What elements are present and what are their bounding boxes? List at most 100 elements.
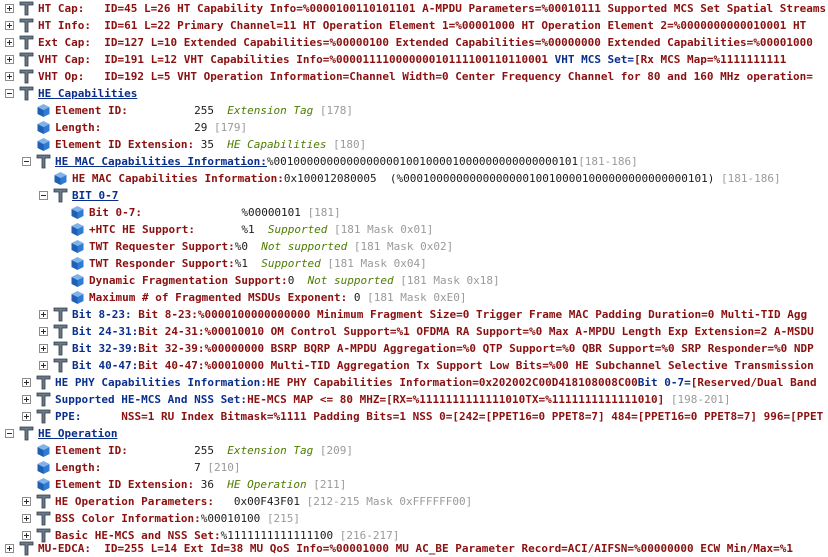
tree-row[interactable]: VHT Op: ID=192 L=5 VHT Operation Informa… [0, 68, 828, 85]
row-segment-cap: Bit 32-39: [72, 342, 139, 355]
fork-icon [19, 52, 34, 67]
tree-row[interactable]: Length: 7 [210] [0, 459, 828, 476]
row-segment-cap: Bit 24-31: [72, 325, 139, 338]
tree-row[interactable]: PPE: NSS=1 RU Index Bitmask=%1111 Paddin… [0, 408, 828, 425]
tree-row[interactable]: HE MAC Capabilities Information:0x100012… [0, 170, 828, 187]
row-segment-rng: [215] [266, 512, 301, 525]
tree-row[interactable]: HE Operation Parameters: 0x00F43F01 [212… [0, 493, 828, 510]
row-segment-rng: [181 Mask 0x01] [327, 223, 434, 236]
expand-icon[interactable] [22, 531, 31, 540]
expand-icon[interactable] [5, 72, 14, 81]
row-segment-eq: ID=191 L=12 VHT Capabilities Info=%00001… [90, 53, 555, 66]
collapse-icon[interactable] [5, 429, 14, 438]
fork-icon [36, 511, 51, 526]
expand-icon[interactable] [5, 38, 14, 47]
row-segment-name: VHT Op: [38, 70, 85, 83]
tree-row[interactable]: HT Cap: ID=45 L=26 HT Capability Info=%0… [0, 0, 828, 17]
tree-row[interactable]: HE MAC Capabilities Information:%0010000… [0, 153, 828, 170]
row-text: HE Capabilities [38, 85, 137, 102]
tree-row[interactable]: Bit 32-39:Bit 32-39:%00000000 BSRP BQRP … [0, 340, 828, 357]
fork-icon [19, 1, 34, 16]
expand-icon[interactable] [22, 497, 31, 506]
row-segment-tag: Not supported [307, 274, 394, 287]
tree-row[interactable]: Maximum # of Fragmented MSDUs Exponent: … [0, 289, 828, 306]
row-segment-eq: HE-MCS MAP <= 80 MHZ=[RX=%11111111111110… [247, 393, 671, 406]
tree-row[interactable]: Element ID: 255 Extension Tag [209] [0, 442, 828, 459]
collapse-icon[interactable] [5, 89, 14, 98]
row-text: HT Cap: ID=45 L=26 HT Capability Info=%0… [38, 0, 826, 17]
row-segment-name: BSS Color Information: [55, 512, 201, 525]
tree-row[interactable]: Element ID Extension: 35 HE Capabilities… [0, 136, 828, 153]
tree-row[interactable]: Length: 29 [179] [0, 119, 828, 136]
row-segment-val: %1111111111111100 [220, 529, 340, 542]
tree-row[interactable]: TWT Responder Support:%1 Supported [181 … [0, 255, 828, 272]
fork-icon [36, 528, 51, 543]
row-text: VHT Cap: ID=191 L=12 VHT Capabilities In… [38, 51, 786, 68]
tree-row[interactable]: HT Info: ID=61 L=22 Primary Channel=11 H… [0, 17, 828, 34]
tree-row[interactable]: BSS Color Information:%00010100 [215] [0, 510, 828, 527]
collapse-icon[interactable] [39, 191, 48, 200]
row-segment-name: TWT Responder Support: [89, 257, 235, 270]
row-segment-rng: [210] [207, 461, 241, 474]
row-segment-rng: [212-215 Mask 0xFFFFFF00] [306, 495, 473, 508]
expand-icon[interactable] [22, 395, 31, 404]
expand-icon[interactable] [39, 361, 48, 370]
expand-icon[interactable] [22, 412, 31, 421]
row-segment-cap: Bit 0-7= [637, 376, 691, 389]
row-segment-val: %00010100 [200, 512, 267, 525]
cube-icon [36, 103, 51, 118]
row-segment-eq: [Reserved/Dual Band [690, 376, 817, 389]
row-segment-val: %1 [194, 223, 268, 236]
tree-row[interactable]: HE Capabilities [0, 85, 828, 102]
expand-icon[interactable] [5, 55, 14, 64]
tree-row[interactable]: Element ID: 255 Extension Tag [178] [0, 102, 828, 119]
row-segment-rng: [181-186] [721, 172, 781, 185]
tree-row[interactable]: HE PHY Capabilities Information:HE PHY C… [0, 374, 828, 391]
cube-icon [36, 137, 51, 152]
expand-icon[interactable] [39, 310, 48, 319]
expand-icon[interactable] [22, 378, 31, 387]
tree-row[interactable]: Element ID Extension: 36 HE Operation [2… [0, 476, 828, 493]
tree-row[interactable]: BIT 0-7 [0, 187, 828, 204]
fork-icon [19, 426, 34, 441]
collapse-icon[interactable] [22, 157, 31, 166]
tree-row[interactable]: HE Operation [0, 425, 828, 442]
tree-row[interactable]: +HTC HE Support: %1 Supported [181 Mask … [0, 221, 828, 238]
expand-icon[interactable] [5, 21, 14, 30]
tree-row[interactable]: TWT Requester Support:%0 Not supported [… [0, 238, 828, 255]
row-text: Dynamic Fragmentation Support:0 Not supp… [89, 272, 500, 289]
tree-row[interactable]: VHT Cap: ID=191 L=12 VHT Capabilities In… [0, 51, 828, 68]
tree-row[interactable]: Ext Cap: ID=127 L=10 Extended Capabiliti… [0, 34, 828, 51]
expand-icon[interactable] [22, 514, 31, 523]
expand-icon[interactable] [39, 327, 48, 336]
row-segment-hdr: BIT 0-7 [72, 189, 119, 202]
row-segment-name: HT Info: [38, 19, 91, 32]
tree-row[interactable]: Supported HE-MCS And NSS Set:HE-MCS MAP … [0, 391, 828, 408]
row-segment-name: Bit 0-7: [89, 206, 142, 219]
expand-icon[interactable] [39, 344, 48, 353]
row-segment-hdr: HE MAC Capabilities Information: [55, 155, 267, 168]
row-segment-name: Length: [55, 461, 102, 474]
row-text: Element ID: 255 Extension Tag [209] [55, 442, 353, 459]
expand-icon[interactable] [5, 544, 14, 553]
tree-row[interactable]: Bit 24-31:Bit 24-31:%00010010 OM Control… [0, 323, 828, 340]
row-segment-val: 35 [194, 138, 228, 151]
row-segment-rng: [181-186] [578, 155, 638, 168]
row-text: HE Operation [38, 425, 117, 442]
tree-row[interactable]: Bit 0-7: %00000101 [181] [0, 204, 828, 221]
cube-icon [70, 205, 85, 220]
tree-row[interactable]: Bit 40-47:Bit 40-47:%00010000 Multi-TID … [0, 357, 828, 374]
row-segment-name: HE MAC Capabilities Information: [72, 172, 284, 185]
row-text: HE Operation Parameters: 0x00F43F01 [212… [55, 493, 472, 510]
tree-row[interactable]: MU-EDCA: ID=255 L=14 Ext Id=38 MU QoS In… [0, 540, 828, 557]
tree-row[interactable]: Bit 8-23: Bit 8-23:%0000100000000000 Min… [0, 306, 828, 323]
row-segment-name: Ext Cap: [38, 36, 91, 49]
row-text: HE MAC Capabilities Information:%0010000… [55, 153, 638, 170]
row-segment-cap: Bit 8-23: [72, 308, 132, 321]
expand-icon[interactable] [5, 4, 14, 13]
tree-row[interactable]: Dynamic Fragmentation Support:0 Not supp… [0, 272, 828, 289]
row-text: TWT Responder Support:%1 Supported [181 … [89, 255, 427, 272]
row-text: Maximum # of Fragmented MSDUs Exponent: … [89, 289, 467, 306]
tree-row[interactable]: Basic HE-MCS and NSS Set:%11111111111111… [0, 527, 828, 544]
